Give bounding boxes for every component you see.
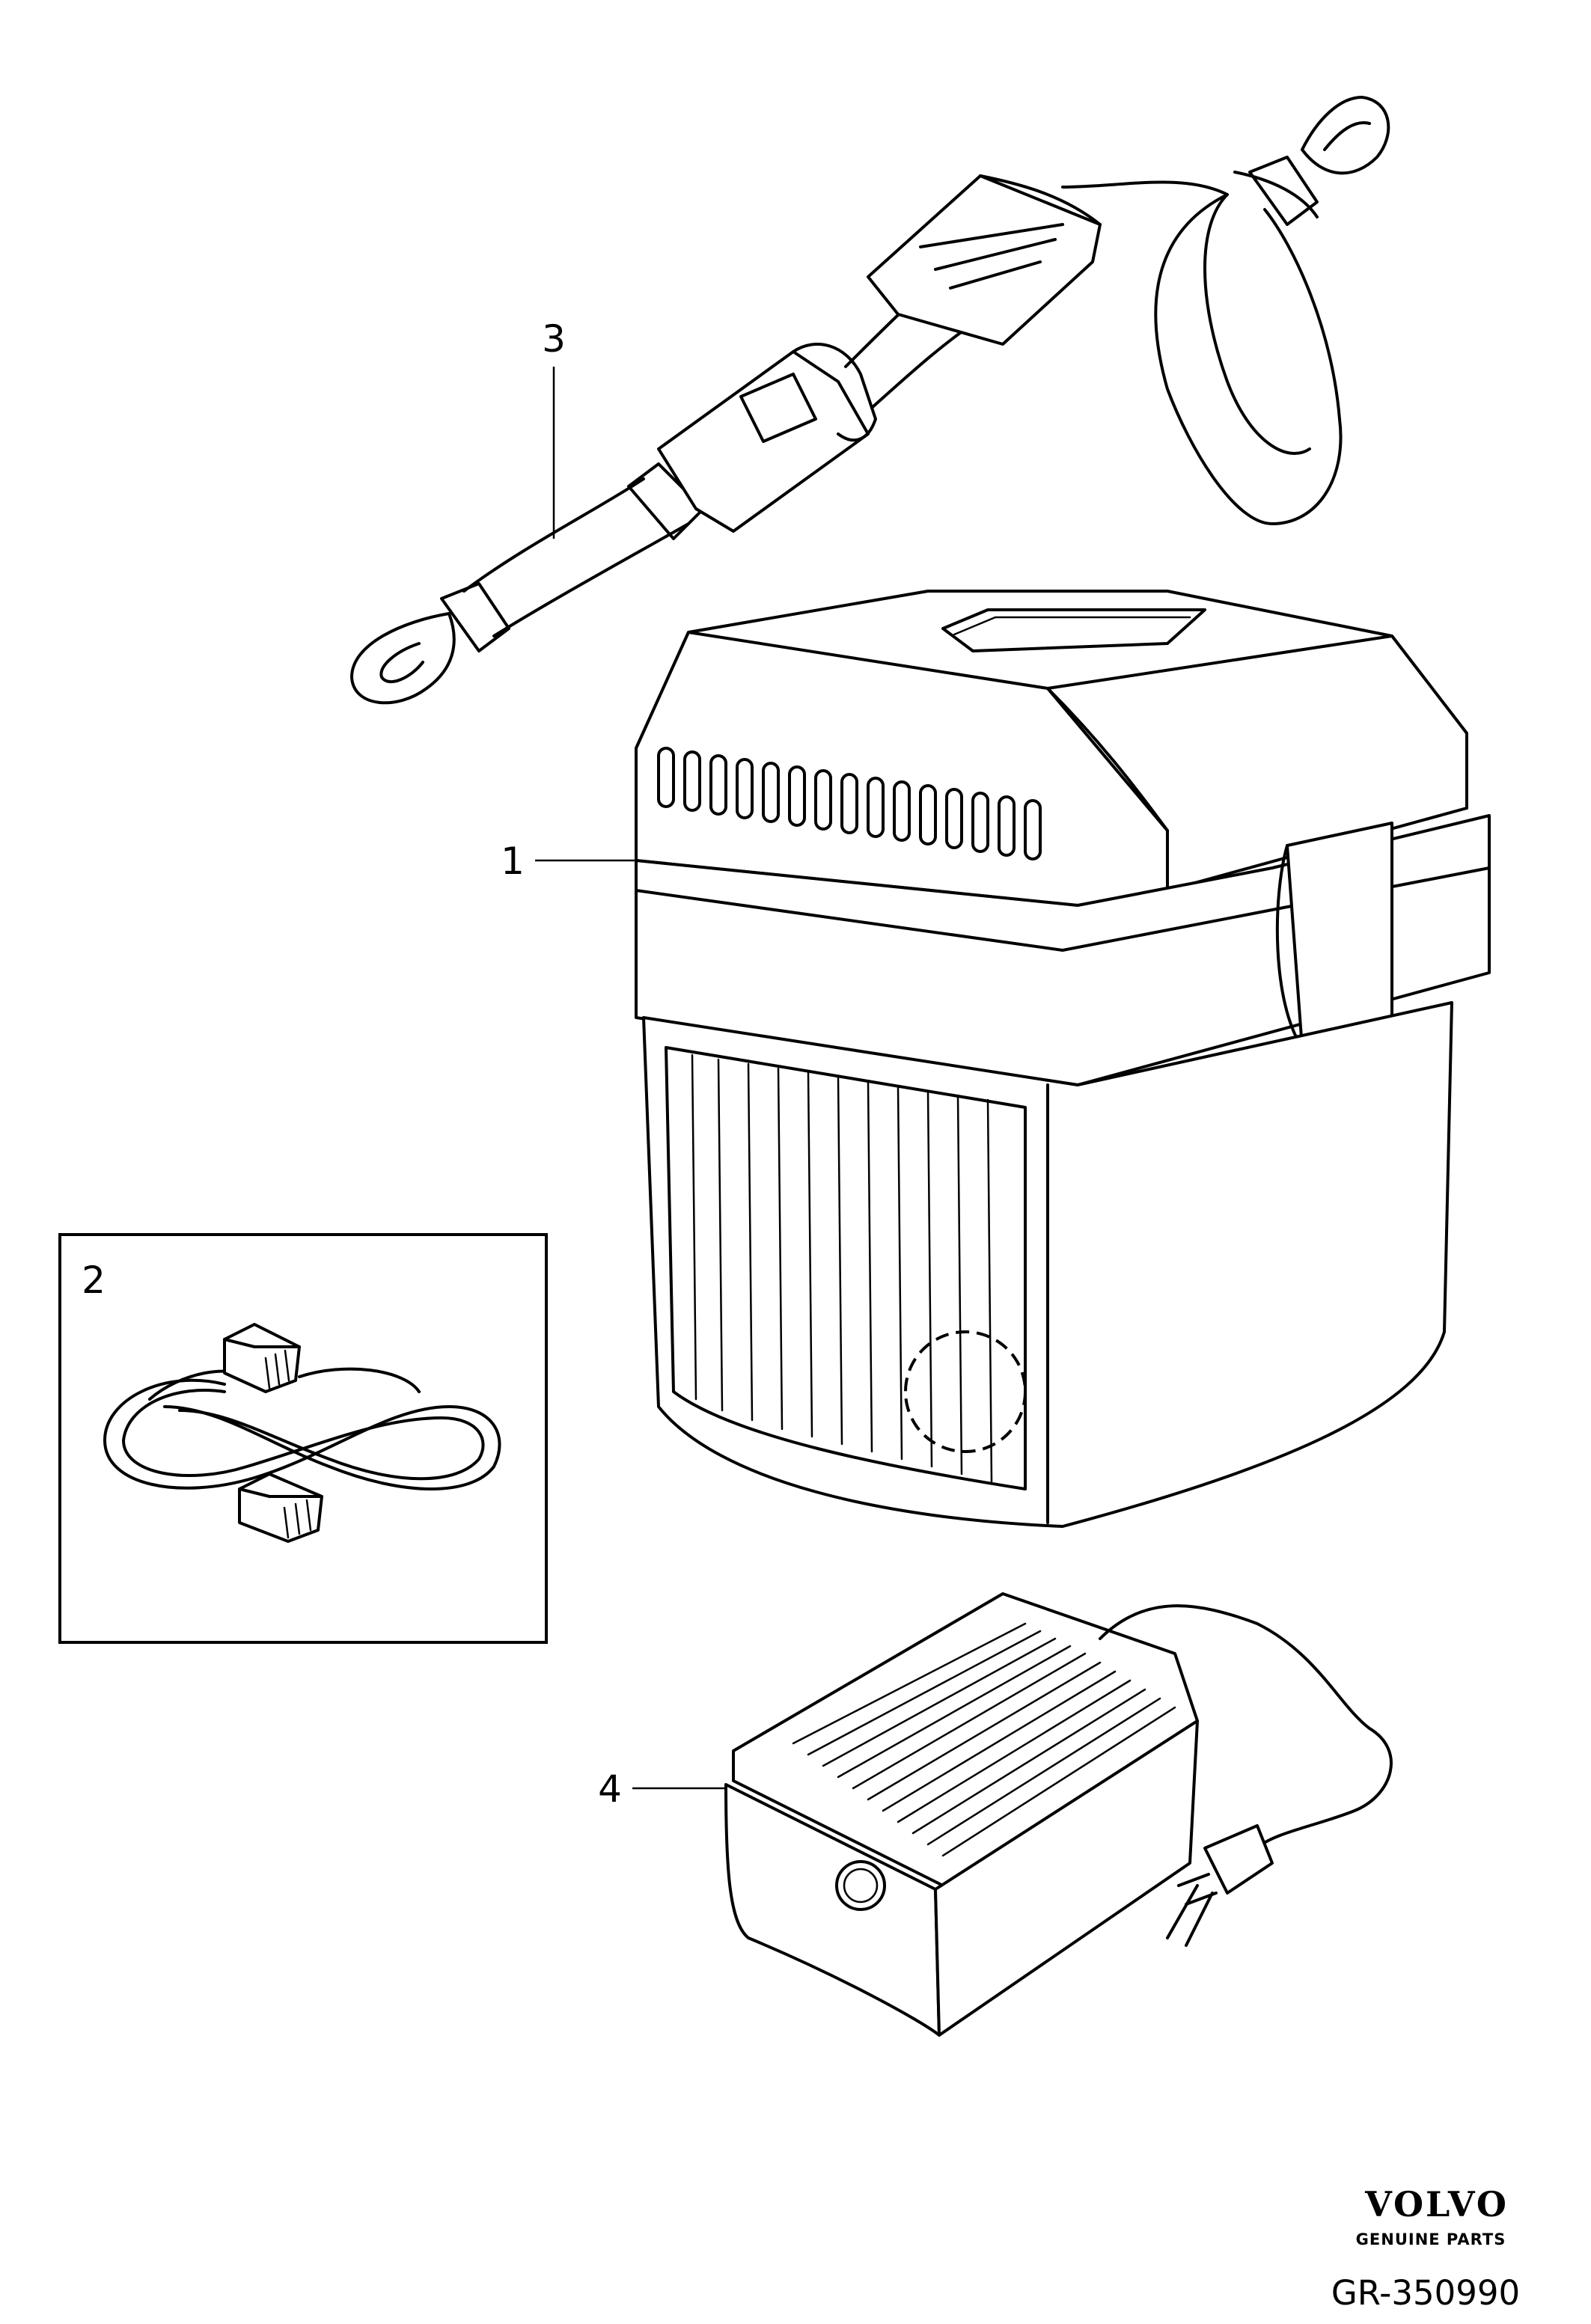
cable-inset: 2 — [58, 1233, 548, 1644]
cable-plug-top — [223, 1323, 301, 1393]
power-adapter — [724, 1592, 1393, 2037]
reference-number: GR-350990 — [1331, 2273, 1520, 2313]
cool-box — [635, 590, 1491, 1528]
brand-name: VOLVO — [1364, 2184, 1509, 2224]
carry-strap — [350, 96, 1390, 705]
callout-2-label: 2 — [82, 1259, 106, 1302]
brand-tagline: GENUINE PARTS — [1356, 2230, 1506, 2248]
callout-4-label: 4 — [598, 1767, 622, 1811]
cable-plug-bottom — [238, 1473, 323, 1543]
body-grille-lines — [691, 1054, 993, 1483]
callout-1-label: 1 — [501, 840, 525, 883]
lid-vent-slots — [657, 747, 1042, 860]
adapter-ribs — [792, 1622, 1176, 1857]
callout-3-label: 3 — [542, 317, 566, 361]
volvo-logo: VOLVO GENUINE PARTS — [1356, 2184, 1509, 2248]
